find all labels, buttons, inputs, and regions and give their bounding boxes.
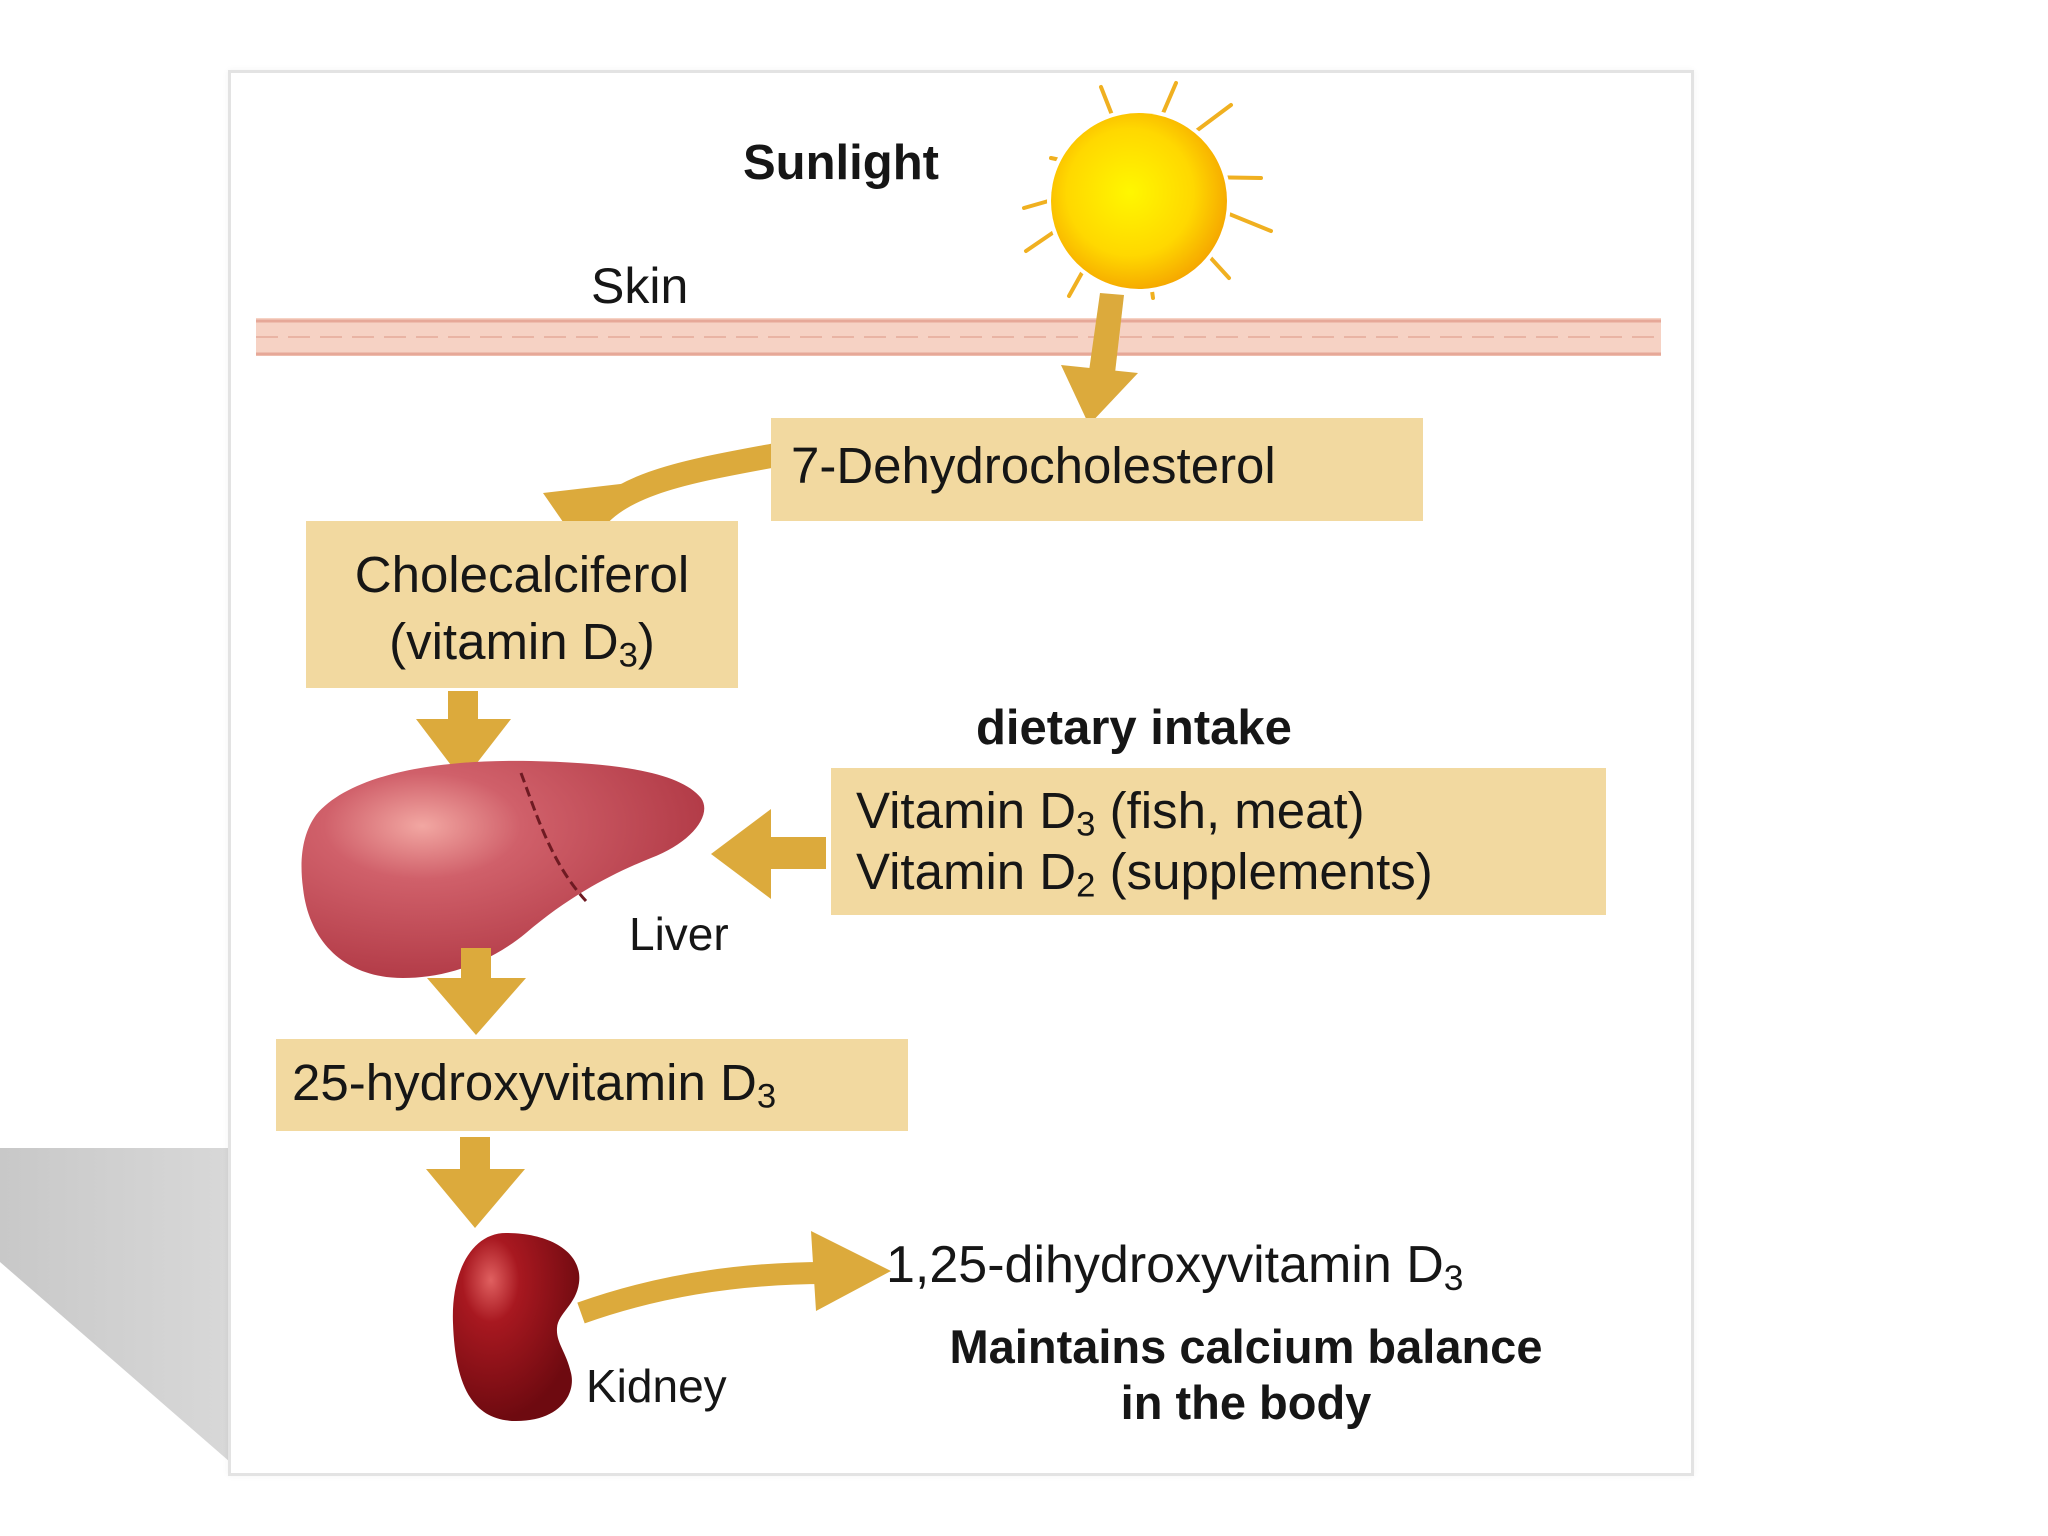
cholecalciferol-box: Cholecalciferol (vitamin D3) — [306, 521, 738, 688]
hydroxyvitamin-box: 25-hydroxyvitamin D3 — [276, 1039, 908, 1131]
dehydrocholesterol-text: 7-Dehydrocholesterol — [791, 437, 1276, 494]
arrow-dehydro-to-chole — [543, 443, 779, 548]
arrow-sun-to-dehydro — [1061, 293, 1138, 425]
dietary-intake-text: dietary intake — [976, 701, 1292, 755]
kidney-label: Kidney — [586, 1363, 727, 1409]
dihydroxyvitamin-text: 1,25-dihydroxyvitamin D — [886, 1236, 1444, 1294]
calcium-balance-line1: Maintains calcium balance — [949, 1320, 1543, 1373]
kidney-icon — [452, 1233, 580, 1421]
dietary-sources-box: Vitamin D3 (fish, meat) Vitamin D2 (supp… — [831, 768, 1606, 915]
kidney-text: Kidney — [586, 1360, 727, 1412]
liver-text: Liver — [629, 908, 729, 960]
arrow-chole-to-liver — [416, 691, 511, 781]
sun-icon — [1022, 81, 1273, 300]
diagram-panel: Sunlight Skin 7-Dehydrocholesterol Chole… — [228, 70, 1694, 1476]
hydroxyvitamin-text: 25-hydroxyvitamin D — [292, 1054, 757, 1111]
skin-label: Skin — [591, 261, 688, 311]
diagram-artwork — [256, 81, 1661, 1421]
sunlight-label: Sunlight — [743, 139, 939, 188]
sunlight-text: Sunlight — [743, 136, 939, 190]
arrow-liver-to-hydroxy — [427, 948, 526, 1035]
skin-layer — [256, 318, 1661, 356]
dietary-intake-label: dietary intake — [976, 704, 1292, 753]
arrow-hydroxy-to-kidney — [426, 1137, 525, 1228]
liver-label: Liver — [629, 911, 729, 957]
skin-text: Skin — [591, 258, 689, 314]
cholecalciferol-line1: Cholecalciferol — [354, 546, 690, 603]
arrow-diet-to-liver — [711, 809, 826, 899]
dihydroxyvitamin-label: 1,25-dihydroxyvitamin D3 — [886, 1236, 1463, 1296]
cholecalciferol-line2: (vitamin D3) — [389, 613, 655, 675]
hydroxyvitamin-subscript: 3 — [756, 1077, 777, 1116]
dihydroxyvitamin-subscript: 3 — [1443, 1258, 1464, 1298]
calcium-balance-caption: Maintains calcium balance in the body — [846, 1319, 1646, 1431]
dietary-line-d2: Vitamin D2 (supplements) — [856, 843, 1433, 905]
liver-icon — [301, 760, 705, 978]
arrow-kidney-to-dihydroxy — [577, 1231, 891, 1324]
dehydrocholesterol-box: 7-Dehydrocholesterol — [771, 418, 1423, 521]
calcium-balance-line2: in the body — [1120, 1376, 1372, 1429]
dietary-line-d3: Vitamin D3 (fish, meat) — [856, 782, 1365, 844]
